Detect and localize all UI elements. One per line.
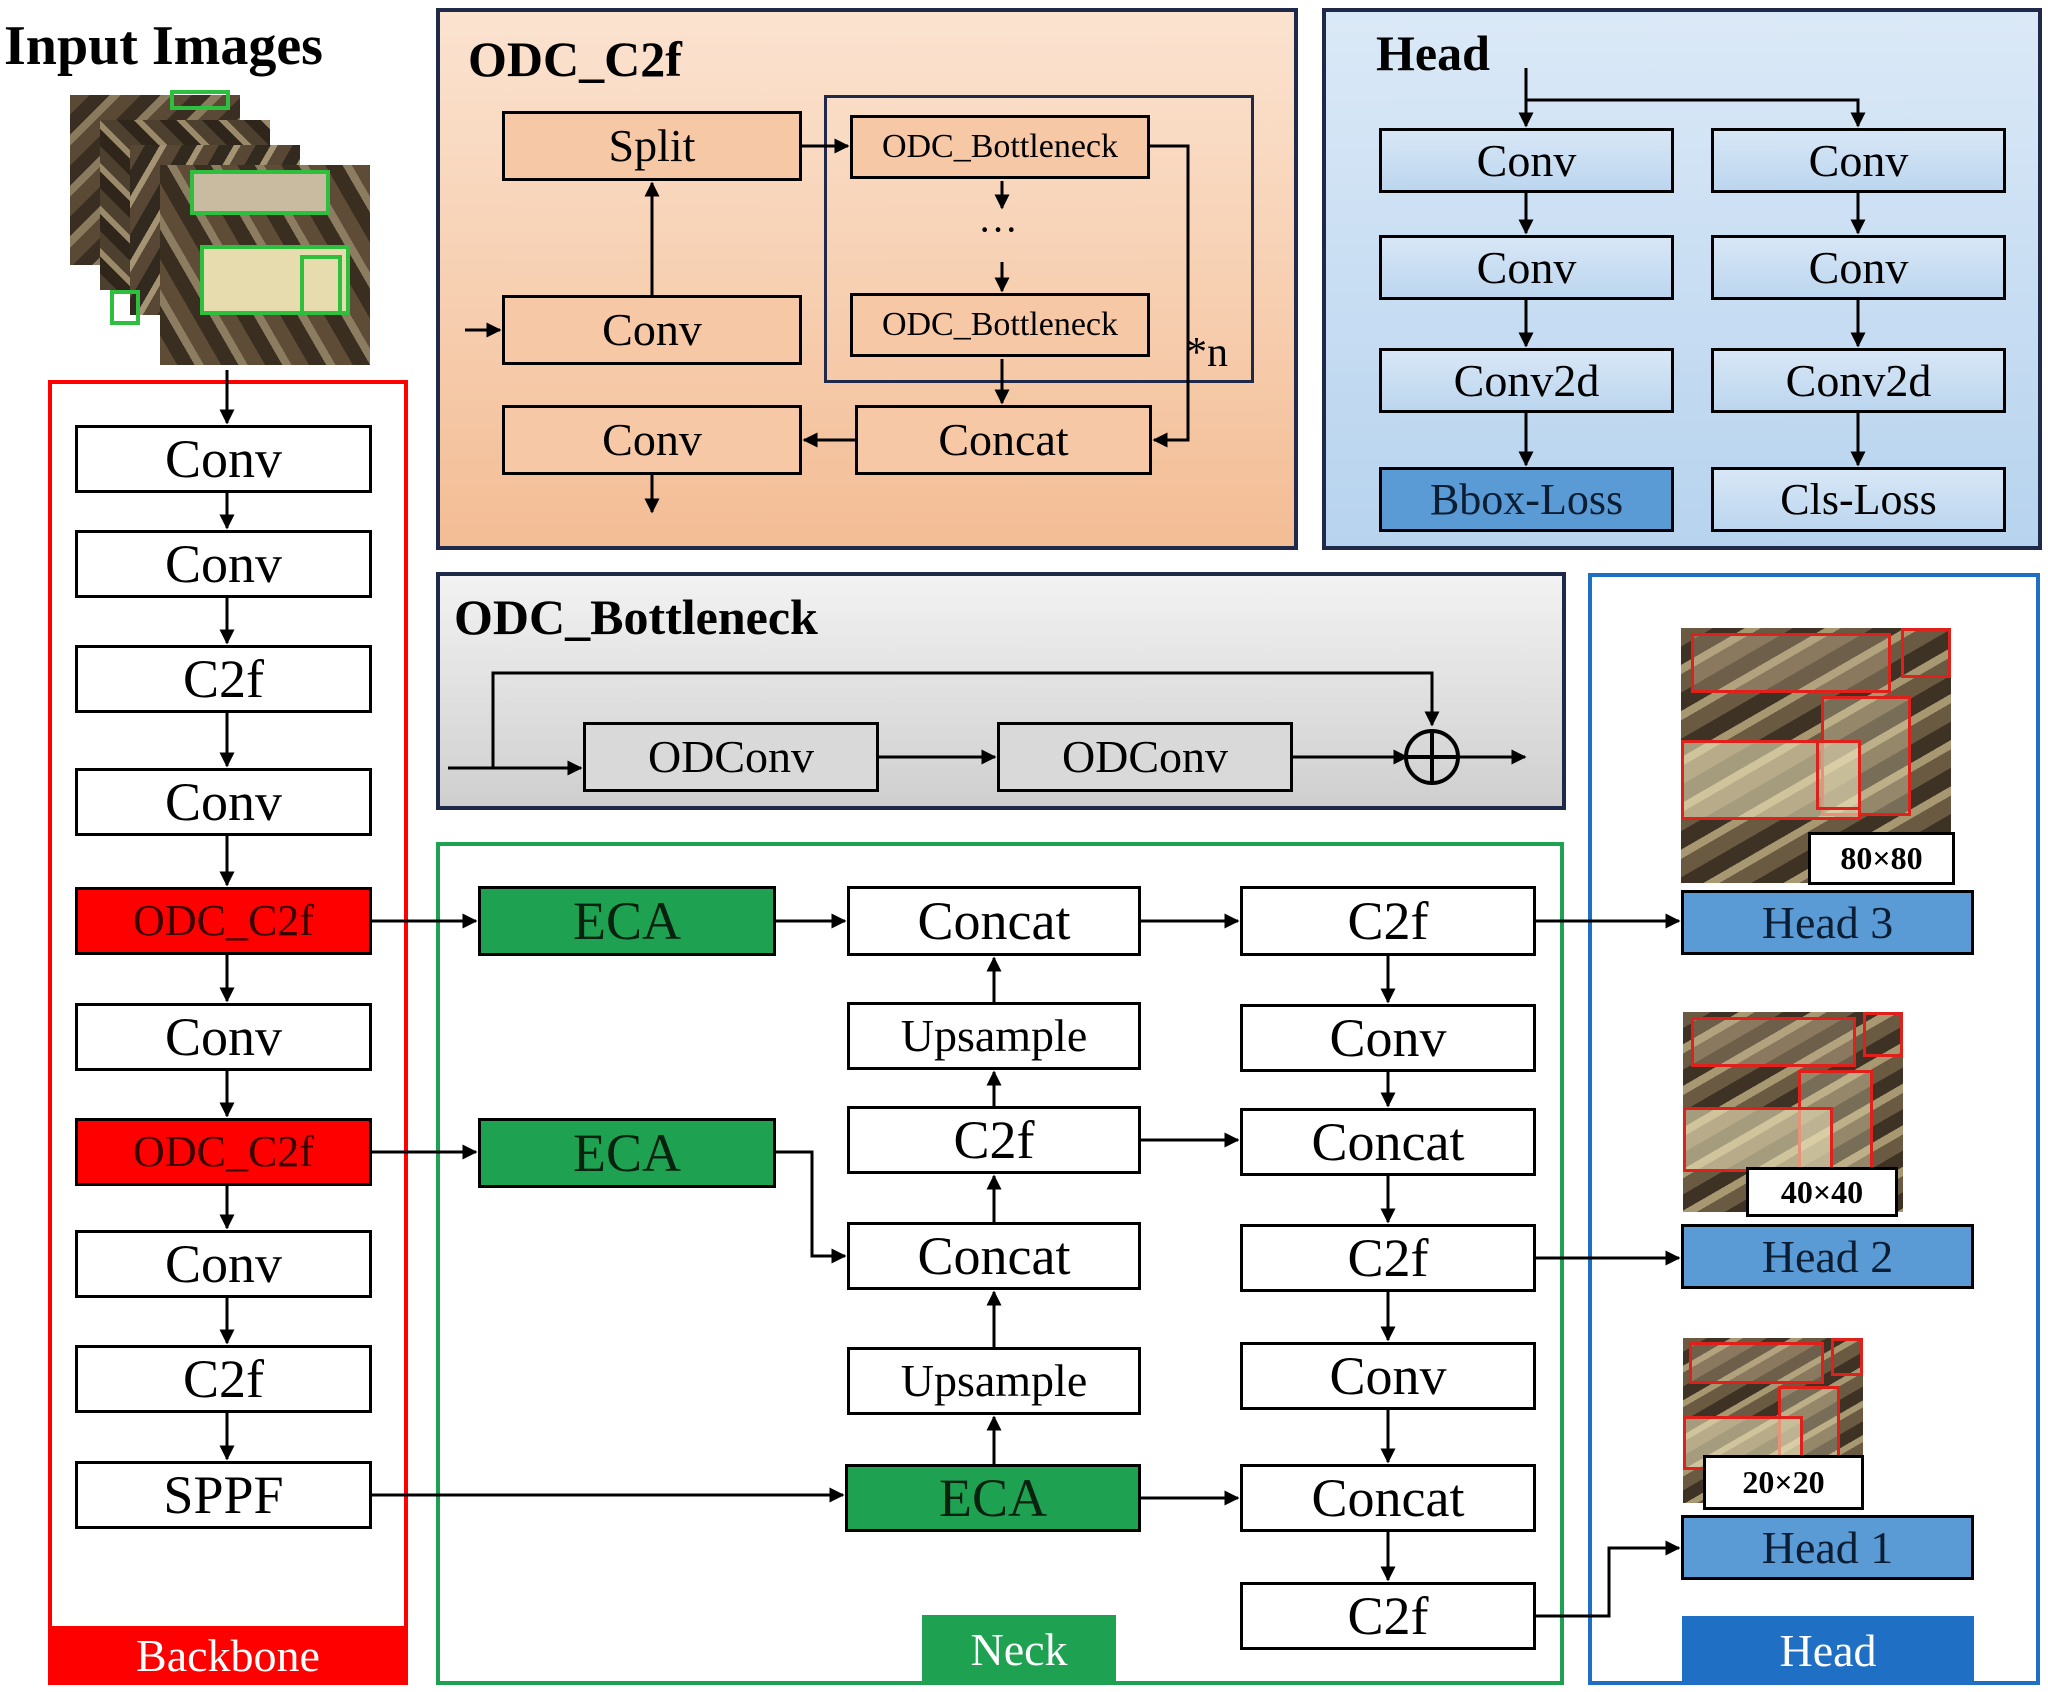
neck-concat-3: Concat (1240, 1108, 1536, 1176)
head-1-size: 20×20 (1703, 1455, 1864, 1510)
backbone-c2f-2: C2f (75, 1345, 372, 1413)
bottleneck-group (824, 95, 1254, 383)
neck-eca-2: ECA (478, 1118, 776, 1188)
neck-c2f-2: C2f (1240, 1224, 1536, 1292)
neck-upsample-1: Upsample (847, 1002, 1141, 1070)
conv-in-block: Conv (502, 295, 802, 365)
residual-add-icon (1404, 729, 1460, 785)
backbone-c2f-1: C2f (75, 645, 372, 713)
head-left-conv-1: Conv (1379, 128, 1674, 193)
connector-arrow (1524, 68, 1866, 128)
backbone-label: Backbone (50, 1626, 406, 1684)
odc-bottleneck-block-2: ODC_Bottleneck (850, 293, 1150, 357)
head-left-conv-2: Conv (1379, 235, 1674, 300)
neck-concat-1: Concat (847, 886, 1141, 956)
head-left-conv2d: Conv2d (1379, 348, 1674, 413)
odc-bottleneck-title: ODC_Bottleneck (454, 589, 818, 645)
neck-c2f-1: C2f (1240, 886, 1536, 956)
head-right-conv-2: Conv (1711, 235, 2006, 300)
connector-arrow (1150, 144, 1190, 448)
conv-out-block: Conv (502, 405, 802, 475)
backbone-conv-2: Conv (75, 530, 372, 598)
connector-arrow (1536, 1540, 1681, 1618)
ellipsis-label: ··· (978, 207, 1018, 252)
head-1-output-image (1683, 1338, 1863, 1503)
neck-c2f-3: C2f (1240, 1582, 1536, 1650)
backbone-odc-c2f-2: ODC_C2f (75, 1118, 372, 1186)
bbox-loss-block: Bbox-Loss (1379, 467, 1674, 532)
repeat-label: *n (1186, 330, 1228, 376)
backbone-sppf: SPPF (75, 1461, 372, 1529)
head-2-size: 40×40 (1746, 1167, 1898, 1217)
input-image-stack (70, 90, 370, 365)
backbone-conv-4: Conv (75, 1003, 372, 1071)
backbone-conv-3: Conv (75, 768, 372, 836)
odconv-block-1: ODConv (583, 722, 879, 792)
concat-block: Concat (855, 405, 1152, 475)
head-2-block: Head 2 (1681, 1224, 1974, 1289)
neck-conv-1: Conv (1240, 1004, 1536, 1072)
input-images-title: Input Images (4, 15, 323, 77)
neck-c2f-mid: C2f (847, 1106, 1141, 1174)
head-3-size: 80×80 (1808, 832, 1955, 885)
neck-eca-3: ECA (845, 1464, 1141, 1532)
head-detail-title: Head (1376, 25, 1490, 81)
split-block: Split (502, 111, 802, 181)
neck-concat-4: Concat (1240, 1464, 1536, 1532)
backbone-odc-c2f-1: ODC_C2f (75, 887, 372, 955)
neck-panel (436, 842, 1564, 1685)
neck-conv-2: Conv (1240, 1342, 1536, 1410)
odc-c2f-panel-title: ODC_C2f (468, 31, 682, 87)
neck-concat-2: Concat (847, 1222, 1141, 1290)
backbone-conv-5: Conv (75, 1230, 372, 1298)
neck-eca-1: ECA (478, 886, 776, 956)
head-1-block: Head 1 (1681, 1515, 1974, 1580)
connector-arrow (491, 671, 1440, 768)
neck-upsample-2: Upsample (847, 1347, 1141, 1415)
connector-arrow (776, 1150, 847, 1264)
odc-bottleneck-block-1: ODC_Bottleneck (850, 115, 1150, 179)
head-right-conv2d: Conv2d (1711, 348, 2006, 413)
backbone-conv-1: Conv (75, 425, 372, 493)
cls-loss-block: Cls-Loss (1711, 467, 2006, 532)
head-label: Head (1682, 1616, 1974, 1684)
head-right-conv-1: Conv (1711, 128, 2006, 193)
head-3-block: Head 3 (1681, 890, 1974, 955)
neck-label: Neck (922, 1615, 1116, 1683)
odconv-block-2: ODConv (997, 722, 1293, 792)
